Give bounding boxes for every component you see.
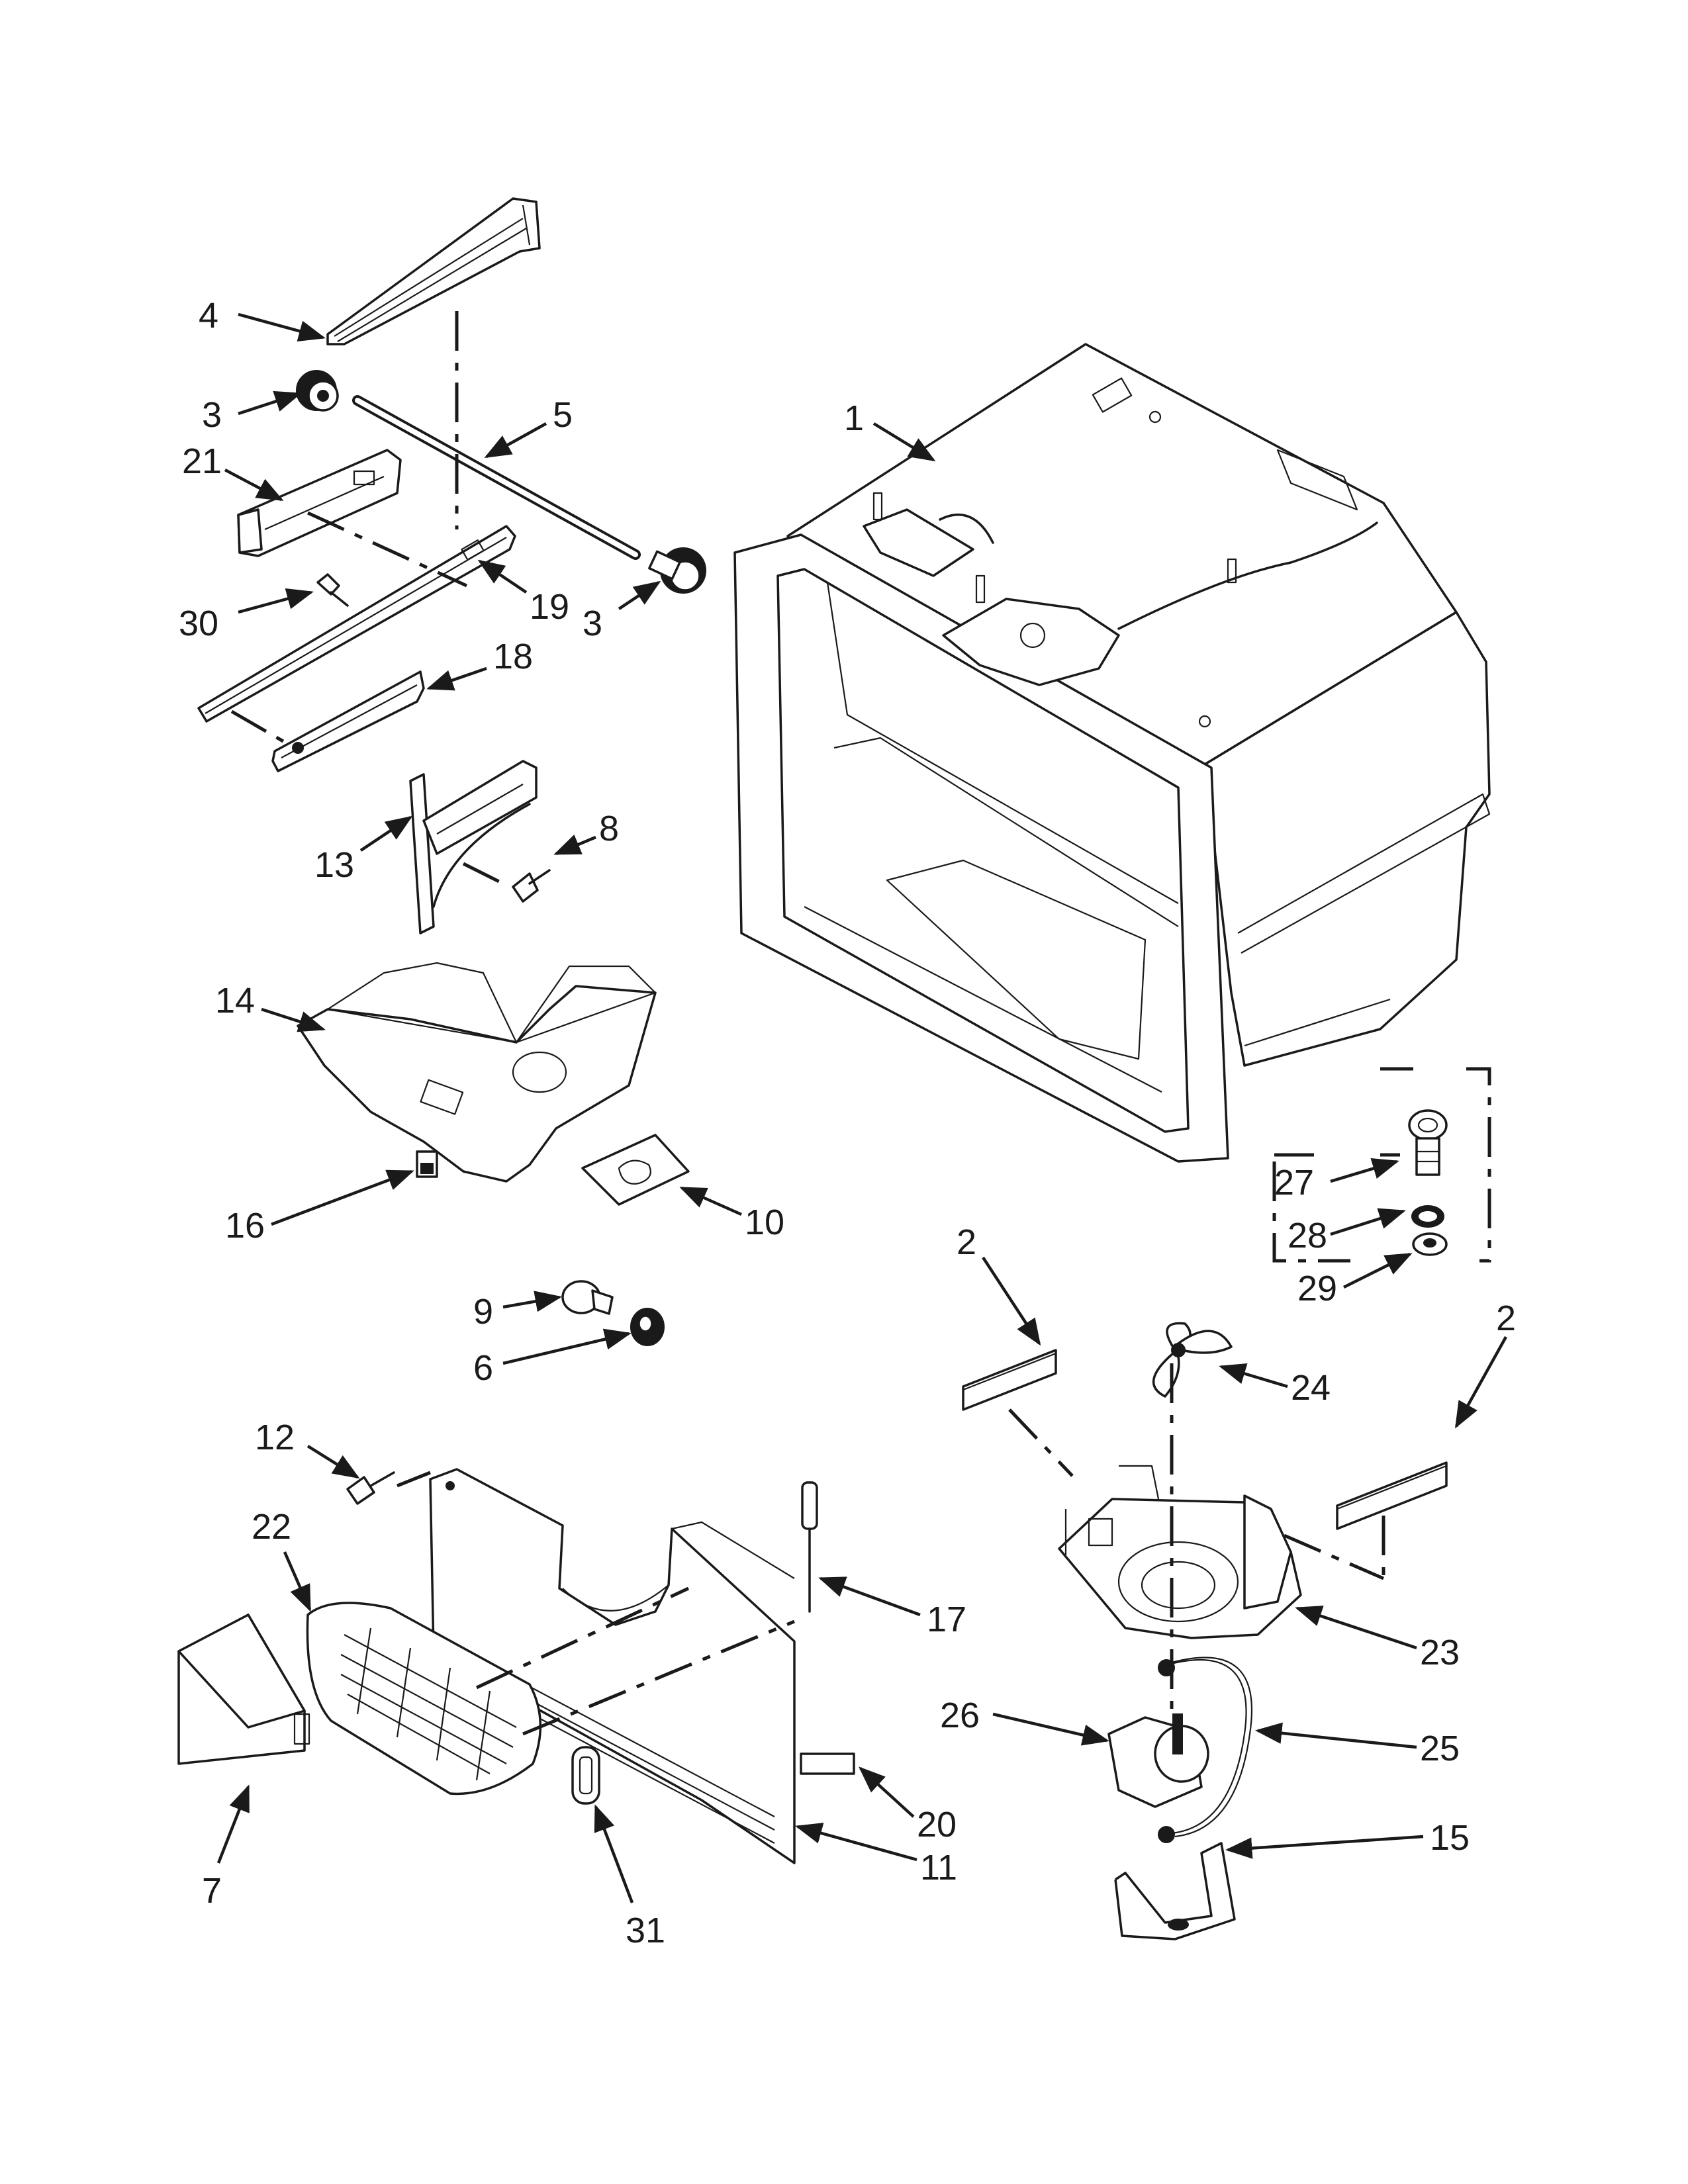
callout-17: 17 <box>927 1600 966 1639</box>
callout-30: 30 <box>179 604 218 643</box>
part-13-side-bracket <box>409 760 538 934</box>
part-4-rail <box>326 197 541 345</box>
part-6-socket <box>630 1308 665 1346</box>
callout-3: 3 <box>583 604 602 643</box>
leader-arrows <box>216 312 1507 1903</box>
part-17-thermistor <box>801 1481 818 1613</box>
callout-4: 4 <box>199 296 218 336</box>
part-10-sheet <box>581 1134 690 1206</box>
callout-19: 19 <box>530 587 569 627</box>
part-5-shaft <box>352 395 641 560</box>
part-31-clip <box>571 1746 600 1805</box>
callout-5: 5 <box>553 395 573 435</box>
grille-mesh <box>340 1627 517 1781</box>
part-23-fan-housing <box>1058 1465 1302 1639</box>
part-3-gear-top <box>296 370 339 412</box>
part-18-lower-rail <box>271 670 425 772</box>
callout-24: 24 <box>1291 1368 1331 1408</box>
part-8-screw <box>512 869 551 903</box>
part-1-freezer-liner <box>733 343 1491 1163</box>
part-21-bracket <box>237 449 402 557</box>
callout-11: 11 <box>920 1848 957 1888</box>
callout-23: 23 <box>1420 1633 1460 1672</box>
callout-1: 1 <box>844 398 864 438</box>
part-7-cover <box>177 1614 310 1765</box>
callout-22: 22 <box>252 1507 291 1547</box>
callout-3: 3 <box>202 395 222 435</box>
callout-15: 15 <box>1430 1818 1470 1858</box>
callout-labels: 4 3 5 21 1 30 19 3 18 8 13 14 27 28 29 1… <box>179 296 1516 1950</box>
part-28-o-ring <box>1411 1205 1444 1228</box>
callout-18: 18 <box>493 637 533 676</box>
part-29-washer <box>1412 1232 1448 1256</box>
part-24-fan-blade <box>1152 1322 1233 1398</box>
callout-2: 2 <box>957 1222 976 1262</box>
part-19-slide-rail <box>197 525 516 723</box>
part-16-switch <box>416 1150 438 1178</box>
callout-31: 31 <box>626 1911 665 1950</box>
callout-9: 9 <box>473 1292 493 1332</box>
callout-7: 7 <box>202 1871 222 1911</box>
callout-26: 26 <box>940 1696 980 1735</box>
part-20-spacer <box>800 1752 855 1775</box>
callout-28: 28 <box>1288 1216 1327 1255</box>
drain-kit-dashed-box <box>1272 1067 1491 1263</box>
callout-25: 25 <box>1420 1729 1460 1768</box>
callout-12: 12 <box>255 1418 295 1457</box>
part-12-screw <box>346 1471 395 1505</box>
part-22-fan-grille <box>306 1602 542 1796</box>
part-14-light-housing <box>297 962 657 1183</box>
callout-20: 20 <box>917 1805 957 1844</box>
callout-21: 21 <box>182 441 222 481</box>
part-2-pad-right <box>1336 1461 1448 1530</box>
part-3-gear-bottom <box>648 547 706 594</box>
part-25-wire-harness <box>1168 1657 1253 1838</box>
part-26-fan-motor <box>1107 1713 1209 1808</box>
part-9-bulb <box>561 1280 614 1315</box>
callout-10: 10 <box>745 1203 784 1242</box>
part-30-screw <box>316 573 349 607</box>
callout-2: 2 <box>1496 1298 1516 1338</box>
alignment-lines <box>230 311 1385 1736</box>
callout-29: 29 <box>1297 1269 1337 1308</box>
callout-16: 16 <box>225 1206 265 1246</box>
part-25-connector-bottom <box>1158 1826 1175 1843</box>
part-27-drain-fitting <box>1408 1109 1448 1176</box>
callout-6: 6 <box>473 1348 493 1388</box>
callout-27: 27 <box>1274 1163 1314 1203</box>
part-2-pad-left <box>962 1349 1057 1411</box>
callout-8: 8 <box>599 809 619 848</box>
callout-13: 13 <box>314 845 354 885</box>
part-15-motor-bracket <box>1114 1842 1236 1940</box>
callout-14: 14 <box>215 981 255 1021</box>
